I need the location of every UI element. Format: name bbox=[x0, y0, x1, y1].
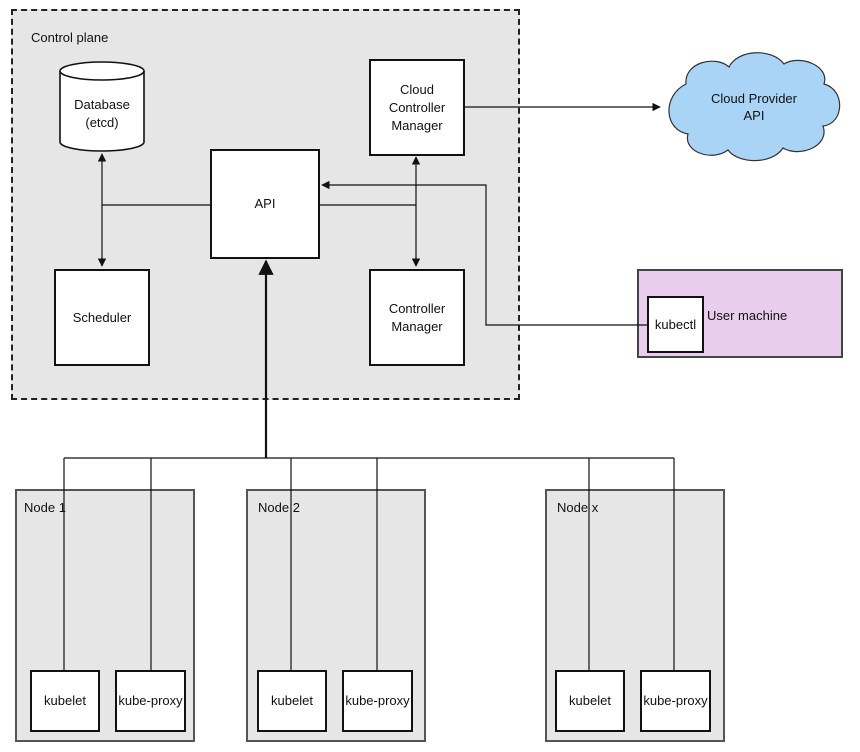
node-2-title: Node 2 bbox=[258, 500, 300, 515]
node-x-kube-proxy: kube-proxy bbox=[640, 670, 711, 732]
cloud-controller-manager-box: Cloud Controller Manager bbox=[369, 59, 465, 156]
kubectl-to-api-arrow bbox=[321, 180, 647, 326]
database-label: Database (etcd) bbox=[74, 97, 130, 130]
node-2-kubelet: kubelet bbox=[257, 670, 327, 732]
kubectl-box: kubectl bbox=[647, 296, 704, 353]
cloud-provider-line1: Cloud Provider bbox=[711, 91, 797, 106]
node-1-kube-proxy: kube-proxy bbox=[115, 670, 186, 732]
cloud-provider-shape bbox=[668, 52, 841, 162]
node-1-kubelet: kubelet bbox=[30, 670, 100, 732]
scheduler-box: Scheduler bbox=[54, 269, 150, 366]
database-cylinder bbox=[59, 61, 145, 152]
user-machine-title: User machine bbox=[707, 308, 788, 323]
cloud-provider-label: Cloud Provider API bbox=[688, 90, 820, 124]
node-2-kube-proxy: kube-proxy bbox=[342, 670, 413, 732]
node-1-title: Node 1 bbox=[24, 500, 66, 515]
node-x-kubelet: kubelet bbox=[555, 670, 625, 732]
control-plane-title: Control plane bbox=[31, 30, 109, 45]
controller-manager-box: Controller Manager bbox=[369, 269, 465, 366]
node-x-title: Node x bbox=[557, 500, 599, 515]
cloud-provider-line2: API bbox=[743, 108, 765, 123]
api-box: API bbox=[210, 149, 320, 259]
